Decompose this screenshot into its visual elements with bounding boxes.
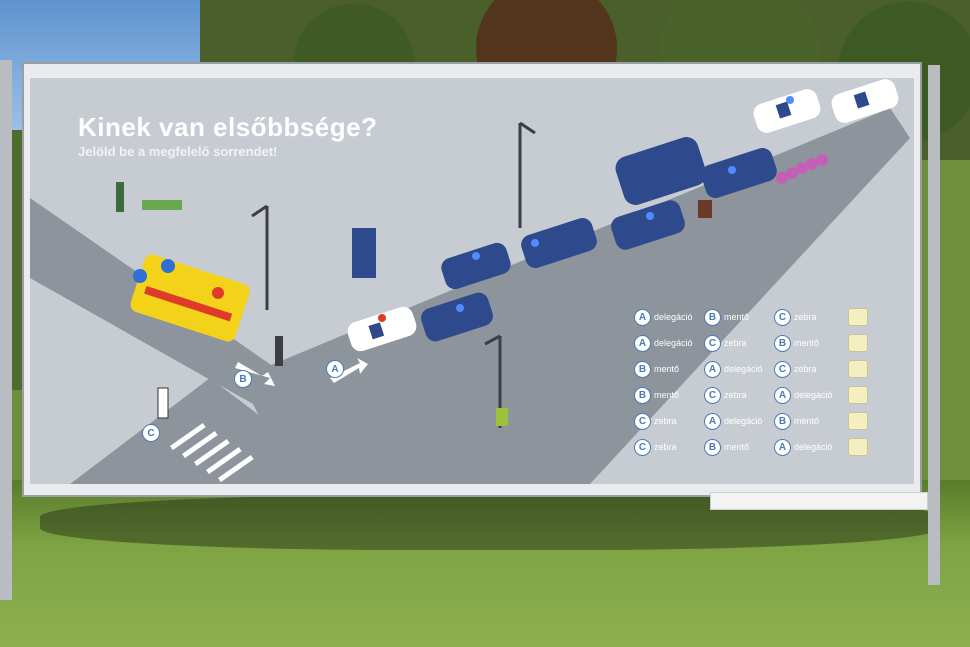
scene-label-b: B bbox=[234, 370, 252, 388]
option-word: mentő bbox=[794, 416, 820, 426]
option-letter-badge: A bbox=[634, 308, 651, 326]
answer-checkbox[interactable] bbox=[848, 386, 868, 404]
ambulance bbox=[130, 254, 250, 342]
police-car-front bbox=[347, 306, 417, 352]
poster-title: Kinek van elsőbbsége? bbox=[78, 112, 378, 142]
option-word: zebra bbox=[654, 416, 677, 426]
pedestrian bbox=[116, 182, 124, 212]
option-letter-badge: C bbox=[634, 438, 651, 456]
intersection-illustration bbox=[30, 79, 910, 484]
option-letter-badge: B bbox=[704, 308, 721, 326]
option-letter-badge: C bbox=[634, 412, 651, 430]
police-officer bbox=[275, 336, 283, 366]
option-word: zebra bbox=[724, 338, 747, 348]
option-word: zebra bbox=[724, 390, 747, 400]
option-word: delegáció bbox=[654, 312, 693, 322]
police-car-rear-2 bbox=[831, 79, 899, 123]
option-word: mentő bbox=[654, 364, 680, 374]
trash-bin bbox=[496, 408, 508, 426]
option-letter-badge: A bbox=[774, 386, 791, 404]
option-letter-badge: B bbox=[774, 334, 791, 352]
phone-booth bbox=[352, 228, 376, 278]
option-letter-badge: C bbox=[774, 360, 791, 378]
option-word: mentő bbox=[794, 338, 820, 348]
scene-label-a: A bbox=[326, 360, 344, 378]
zebra-character bbox=[157, 387, 169, 419]
scene-label-c: C bbox=[142, 424, 160, 442]
option-letter-badge: C bbox=[774, 308, 791, 326]
option-word: delegáció bbox=[794, 442, 833, 452]
left-post bbox=[0, 60, 12, 600]
option-word: zebra bbox=[654, 442, 677, 452]
option-word: delegáció bbox=[794, 390, 833, 400]
option-letter-badge: B bbox=[634, 360, 651, 378]
option-letter-badge: C bbox=[704, 386, 721, 404]
answer-checkbox[interactable] bbox=[848, 412, 868, 430]
poster-subtitle: Jelöld be a megfelelő sorrendet! bbox=[78, 144, 278, 159]
option-letter-badge: A bbox=[774, 438, 791, 456]
option-word: mentő bbox=[724, 442, 750, 452]
police-car-rear-1 bbox=[753, 89, 821, 133]
blue-lights bbox=[456, 96, 794, 312]
right-post bbox=[928, 65, 940, 585]
option-letter-badge: B bbox=[774, 412, 791, 430]
option-word: mentő bbox=[724, 312, 750, 322]
info-placard bbox=[710, 492, 928, 510]
road-main bbox=[240, 108, 910, 484]
billboard-poster: Kinek van elsőbbsége? Jelöld be a megfel… bbox=[30, 78, 914, 484]
arrow-b bbox=[235, 362, 275, 386]
option-letter-badge: A bbox=[634, 334, 651, 352]
option-word: zebra bbox=[794, 312, 817, 322]
road-sign bbox=[698, 200, 712, 218]
option-letter-badge: C bbox=[704, 334, 721, 352]
option-letter-badge: A bbox=[704, 412, 721, 430]
option-letter-badge: A bbox=[704, 360, 721, 378]
answer-checkbox[interactable] bbox=[848, 308, 868, 326]
answer-checkbox[interactable] bbox=[848, 334, 868, 352]
option-letter-badge: B bbox=[634, 386, 651, 404]
crosswalk bbox=[169, 423, 254, 483]
answer-checkbox[interactable] bbox=[848, 438, 868, 456]
road-bottom bbox=[70, 378, 350, 484]
caterpillar bbox=[776, 154, 828, 184]
answer-checkbox[interactable] bbox=[848, 360, 868, 378]
park-bench bbox=[142, 200, 182, 210]
option-word: delegáció bbox=[654, 338, 693, 348]
option-word: delegáció bbox=[724, 364, 763, 374]
option-letter-badge: B bbox=[704, 438, 721, 456]
option-word: delegáció bbox=[724, 416, 763, 426]
option-word: zebra bbox=[794, 364, 817, 374]
delegation-convoy bbox=[421, 137, 777, 342]
option-word: mentő bbox=[654, 390, 680, 400]
